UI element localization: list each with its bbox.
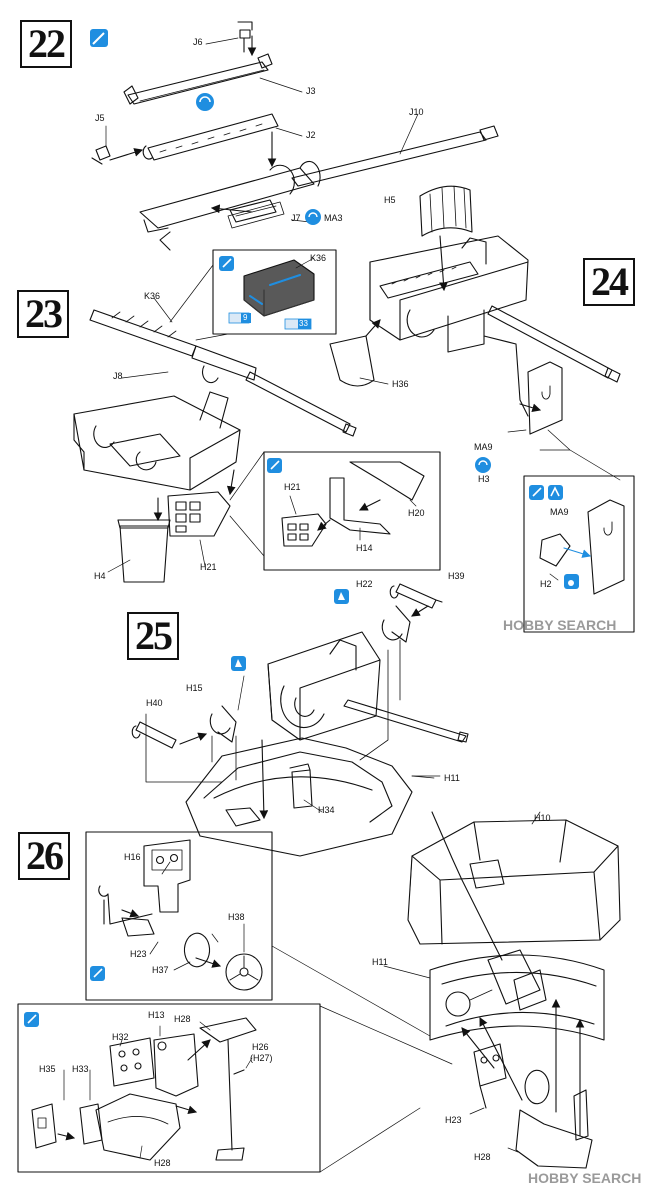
paint-ref-33: 33	[299, 319, 308, 328]
label-h16: H16	[124, 852, 141, 862]
label-h5: H5	[384, 195, 396, 205]
step-25-badge: 25	[127, 612, 179, 660]
instruction-icons	[24, 29, 579, 1027]
label-k36-detail: K36	[310, 253, 327, 263]
label-j2: J2	[306, 130, 316, 140]
step-26-parts	[17, 831, 321, 1173]
step-23-number: 23	[25, 291, 63, 336]
label-h32: H32	[112, 1032, 129, 1042]
label-h28-tray: H28	[154, 1158, 171, 1168]
step-24-parts	[329, 185, 635, 633]
label-h40: H40	[146, 698, 163, 708]
label-h3: H3	[478, 474, 490, 484]
label-h13: H13	[148, 1010, 165, 1020]
step-23-parts	[73, 297, 441, 583]
step-22-parts	[91, 21, 499, 251]
step-26-badge: 26	[18, 832, 70, 880]
label-h14: H14	[356, 543, 373, 553]
label-j10: J10	[409, 107, 424, 117]
label-h23: H23	[445, 1115, 462, 1125]
label-h28-seat: H28	[174, 1014, 191, 1024]
label-h34: H34	[318, 805, 335, 815]
label-h33: H33	[72, 1064, 89, 1074]
label-h38: H38	[228, 912, 245, 922]
step-25-parts	[131, 583, 469, 857]
step-26-number: 26	[26, 833, 64, 878]
label-ma3: MA3	[324, 213, 343, 223]
step-22-badge: 22	[20, 20, 72, 68]
label-h23-detail: H23	[130, 949, 147, 959]
label-ma9-detail: MA9	[550, 507, 569, 517]
paint-ref-9: 9	[243, 313, 248, 322]
label-h21: H21	[200, 562, 217, 572]
label-h37: H37	[152, 965, 169, 975]
label-h4: H4	[94, 571, 106, 581]
label-h11: H11	[444, 773, 460, 783]
label-j6: J6	[193, 37, 203, 47]
label-h21-detail: H21	[284, 482, 301, 492]
label-h22: H22	[356, 579, 373, 589]
label-j7: J7	[291, 213, 301, 223]
label-h2: H2	[540, 579, 552, 589]
turret-assembly	[271, 775, 621, 1173]
label-h15: H15	[186, 683, 203, 693]
step-24-badge: 24	[583, 258, 635, 306]
label-h36: H36	[392, 379, 409, 389]
label-j8: J8	[113, 371, 123, 381]
step-23-badge: 23	[17, 290, 69, 338]
watermark-top: HOBBY SEARCH	[503, 617, 617, 633]
step-22-number: 22	[28, 21, 66, 66]
step-24-number: 24	[591, 259, 629, 304]
label-h10: H10	[534, 813, 551, 823]
label-h39: H39	[448, 571, 465, 581]
label-h28: H28	[474, 1152, 491, 1162]
watermark-bottom: HOBBY SEARCH	[528, 1170, 642, 1186]
label-h11-turret: H11	[372, 957, 388, 967]
step-25-number: 25	[135, 613, 173, 658]
k36-detail-callout	[169, 249, 337, 341]
label-j5: J5	[95, 113, 105, 123]
label-j3: J3	[306, 86, 316, 96]
label-h35: H35	[39, 1064, 56, 1074]
label-h20: H20	[408, 508, 425, 518]
label-h26: H26	[252, 1042, 269, 1052]
label-ma9: MA9	[474, 442, 493, 452]
label-k36: K36	[144, 291, 161, 301]
label-h27: (H27)	[250, 1053, 273, 1063]
